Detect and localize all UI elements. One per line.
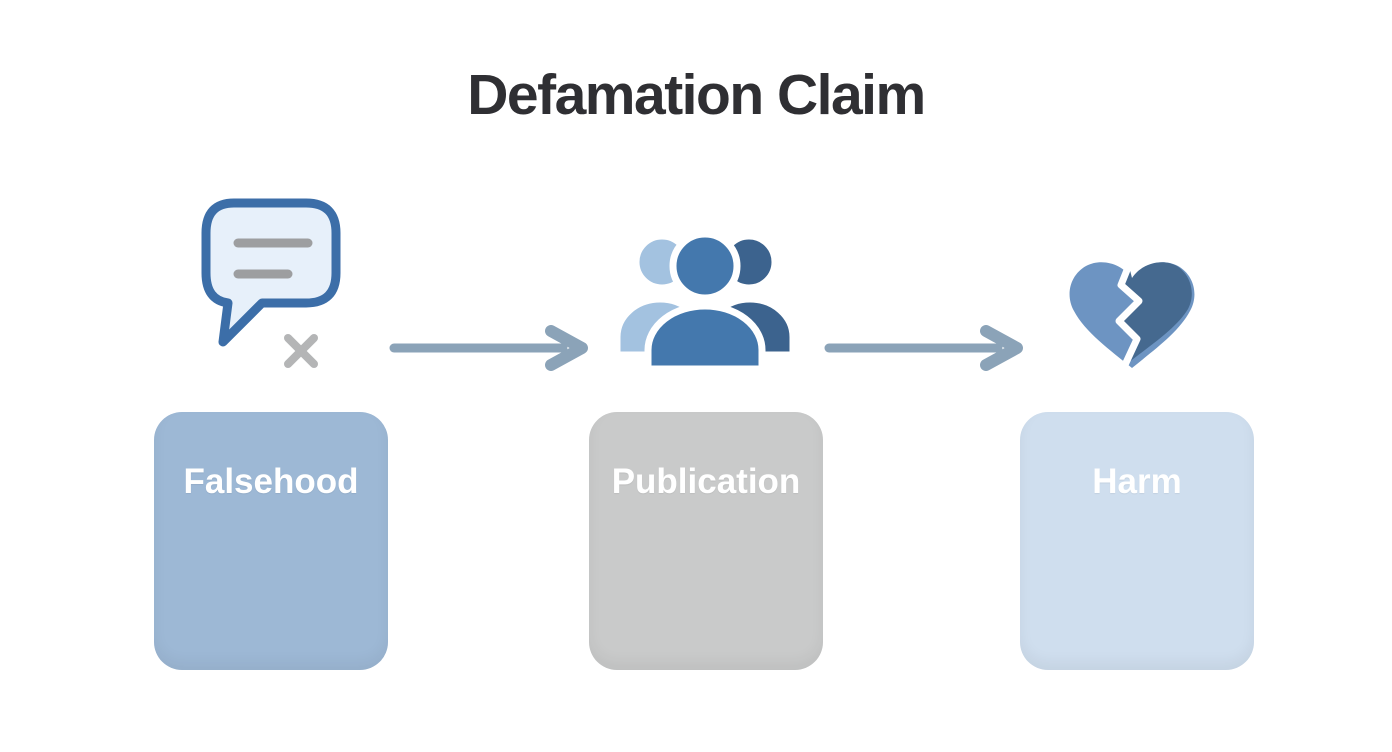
- arrow-right-icon-2: [824, 325, 1023, 371]
- page-title: Defamation Claim: [467, 63, 926, 127]
- x-stroke-2: [284, 334, 318, 368]
- arrow-right-icon-1: [389, 325, 588, 371]
- step-box-publication: Publication: [589, 412, 823, 670]
- step-label-falsehood: Falsehood: [183, 462, 359, 501]
- people-group-icon: [615, 230, 792, 373]
- step-label-publication: Publication: [611, 462, 801, 501]
- arrow-head: [545, 325, 588, 371]
- arrow-head: [980, 325, 1023, 371]
- step-label-harm: Harm: [1092, 462, 1182, 501]
- step-box-falsehood: Falsehood: [154, 412, 388, 670]
- speech-bubble-icon: [201, 198, 341, 347]
- person-center-body: [644, 302, 766, 373]
- broken-heart-icon: [1069, 261, 1195, 371]
- x-mark-icon: [284, 334, 318, 368]
- step-box-harm: Harm: [1020, 412, 1254, 670]
- heart-crack: [1115, 261, 1143, 371]
- person-center-head: [669, 230, 741, 302]
